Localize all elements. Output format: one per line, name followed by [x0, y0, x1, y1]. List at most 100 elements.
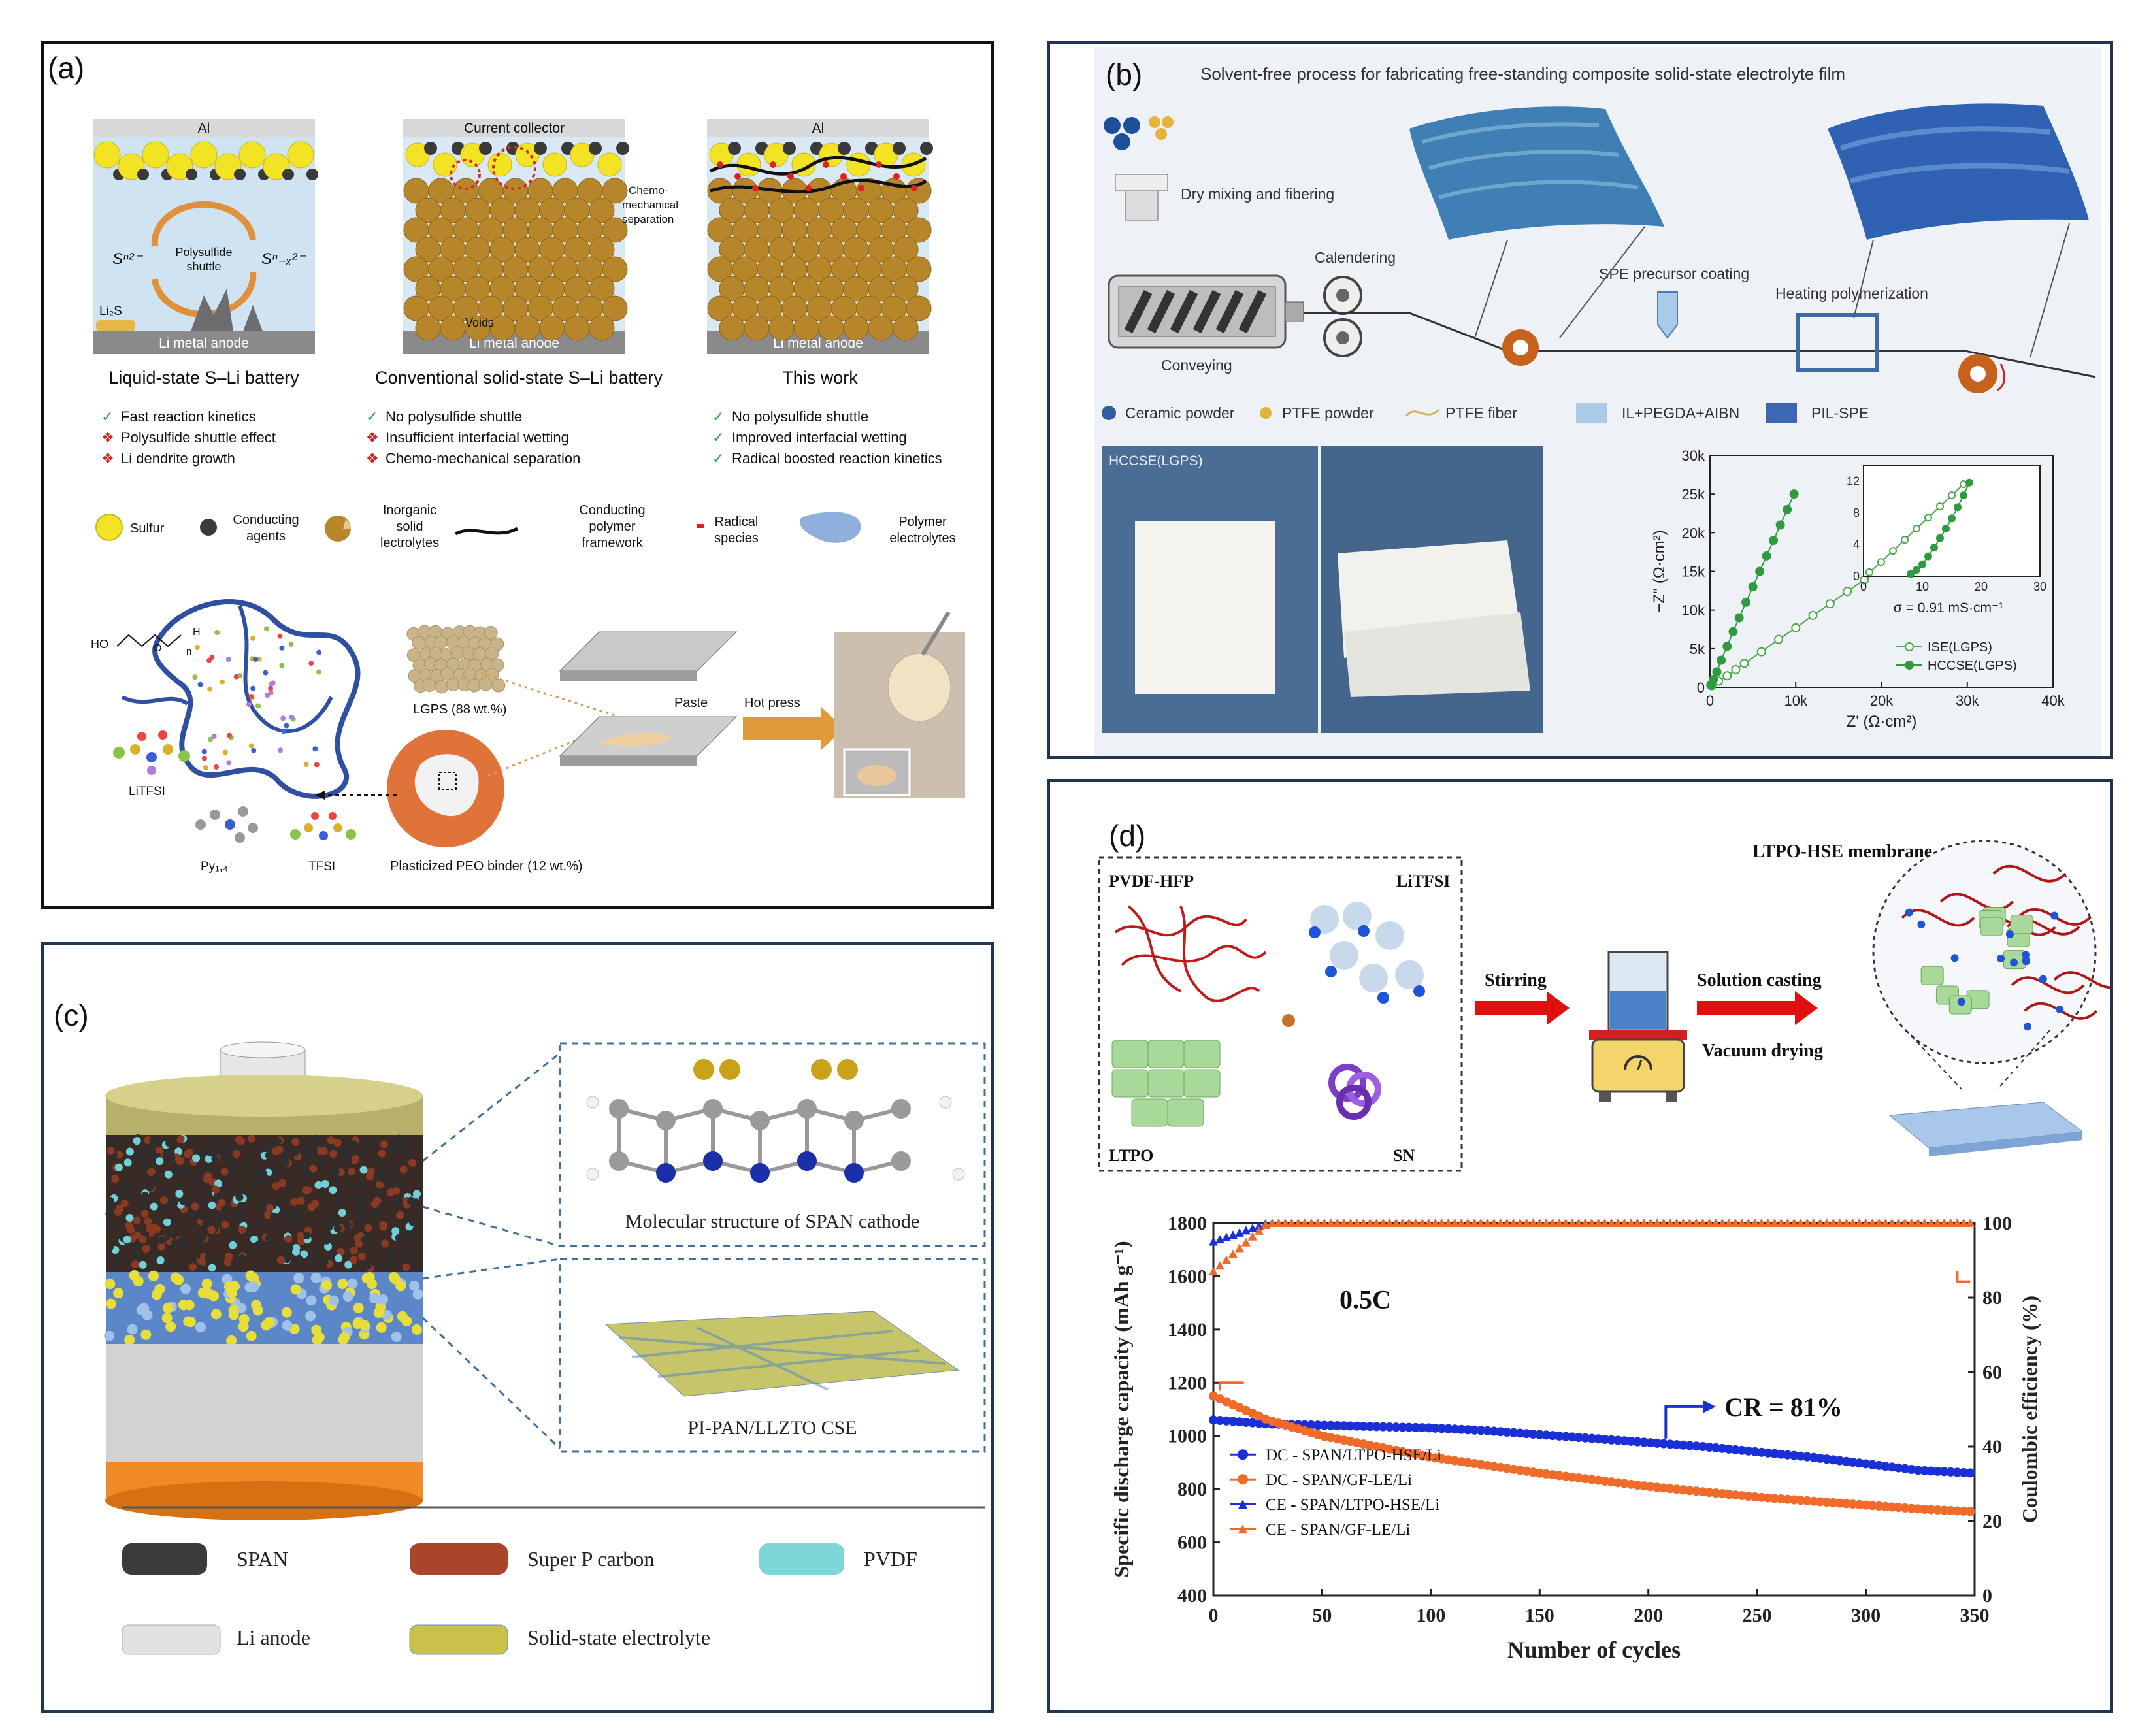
sulfur-particle [487, 152, 512, 177]
ce-point [1763, 1219, 1773, 1227]
cathode-particle [159, 1196, 168, 1205]
carbon-particle [479, 142, 492, 155]
cathode-particle [348, 1168, 356, 1176]
cell-2-bullet-2-mark: ❖ [366, 429, 379, 446]
ce-point [1678, 1219, 1688, 1227]
photo-label: HCCSE(LGPS) [1109, 453, 1203, 468]
sse-particle [373, 1307, 384, 1318]
cycling-legend-label: DC - SPAN/LTPO-HSE/Li [1266, 1447, 1441, 1464]
stir-arrow-body [1475, 1001, 1547, 1015]
cathode-particle [133, 1216, 141, 1224]
carbon-particle [589, 142, 602, 155]
lgps-particle [412, 636, 426, 650]
ce-point [1581, 1219, 1590, 1227]
ce-axis-arrow [1956, 1271, 1971, 1283]
dc-point [1254, 1418, 1264, 1428]
salt-molecule-dot [201, 749, 207, 755]
ise-particle [514, 315, 540, 341]
salt-molecule-dot [248, 694, 254, 700]
peo-chain [116, 634, 182, 647]
panel-b-figure: Solvent-free process for fabricating fre… [1102, 64, 2096, 733]
cathode-particle [363, 1261, 372, 1269]
component-ltpo: LTPO [1109, 1146, 1153, 1165]
dc-point [1822, 1498, 1832, 1507]
salt-molecule-dot [312, 746, 318, 752]
dc-point [1952, 1467, 1962, 1477]
salt-molecule-dot [250, 635, 256, 641]
legend-ise-3: lectrolytes [380, 536, 439, 550]
dc-point [1783, 1494, 1792, 1504]
sse-particle [281, 1307, 292, 1318]
dc-point [1750, 1492, 1760, 1502]
dc-point [1894, 1503, 1903, 1513]
cell-2-bullet-3-mark: ❖ [366, 450, 379, 467]
polymer-chain [1992, 864, 2067, 883]
hydrogen-atom [952, 1168, 965, 1181]
peo-binder-blob [414, 754, 479, 817]
nyquist-point [1775, 520, 1785, 530]
cast-arrow-body [1697, 1001, 1795, 1015]
legend-ise: Inorganic [383, 503, 436, 517]
cathode-particle [114, 1163, 123, 1171]
cathode-particle [221, 1220, 229, 1229]
carbon-particle [137, 169, 149, 180]
cathode-particle [196, 1264, 205, 1273]
cathode-particle [343, 1220, 352, 1229]
sse-particle [178, 1300, 189, 1311]
dc-point [1417, 1423, 1427, 1433]
dc-point [1594, 1434, 1603, 1444]
cathode-particle [123, 1183, 131, 1191]
legend-polymer-electrolyte: Polymer [898, 515, 947, 529]
cr-arrow [1664, 1405, 1703, 1439]
rate-annotation: 0.5C [1339, 1285, 1391, 1314]
cathode-particle [220, 1168, 229, 1176]
membrane-slab-side [1929, 1132, 2082, 1156]
ise-particle [564, 315, 590, 341]
nyquist-point [1722, 642, 1732, 651]
y2-tick-label: 20 [1982, 1511, 2002, 1532]
cr-arrow-head [1702, 1400, 1716, 1413]
salt-molecule-dot [270, 680, 276, 686]
ce-point [1607, 1219, 1617, 1227]
ce-point [1319, 1219, 1329, 1227]
li-ion [1997, 955, 2005, 963]
inset-point [1942, 525, 1950, 533]
legend-polymer-framework-3: framework [582, 536, 643, 550]
sse-particle [201, 1278, 212, 1289]
dc-point [1691, 1441, 1701, 1451]
salt-molecule-dot [214, 630, 220, 636]
cathode-particle [409, 1254, 418, 1262]
cathode-particle [268, 1240, 276, 1249]
ce-point [1848, 1219, 1858, 1227]
sse-particle [311, 1324, 322, 1335]
inset-y-tick-label: 8 [1853, 506, 1860, 519]
cathode-particle [303, 1231, 311, 1239]
y-tick-label: 1200 [1168, 1372, 1207, 1394]
cathode-particle [123, 1236, 131, 1244]
dc-point [1241, 1417, 1251, 1427]
cathode-particle [323, 1236, 331, 1245]
ce-point [1809, 1219, 1818, 1227]
cathode-particle [344, 1260, 353, 1269]
cathode-particle [192, 1154, 201, 1162]
sulfur-particle [190, 141, 218, 169]
carbon-atom [703, 1099, 723, 1119]
sse-particle [226, 1335, 237, 1346]
carbon-atom [750, 1111, 770, 1130]
nyquist-point [1825, 599, 1835, 609]
ce-point [1939, 1219, 1949, 1227]
ce-point [1313, 1219, 1323, 1227]
tfsi-label: TFSI⁻ [308, 860, 342, 874]
ce-point [1633, 1219, 1643, 1227]
dc-point [1933, 1466, 1943, 1476]
ise-particle [539, 315, 565, 341]
salt-molecule-dot [289, 714, 295, 720]
cycling-legend-label: CE - SPAN/GF-LE/Li [1266, 1521, 1410, 1539]
salt-molecule-dot [253, 656, 259, 662]
sse-particle [238, 1313, 250, 1324]
membrane-microstructure [1901, 864, 2110, 1031]
ce-point [1913, 1219, 1923, 1227]
dc-point [1352, 1421, 1362, 1431]
legend-pvdf-swatch [759, 1543, 844, 1575]
cathode-particle [107, 1147, 115, 1155]
